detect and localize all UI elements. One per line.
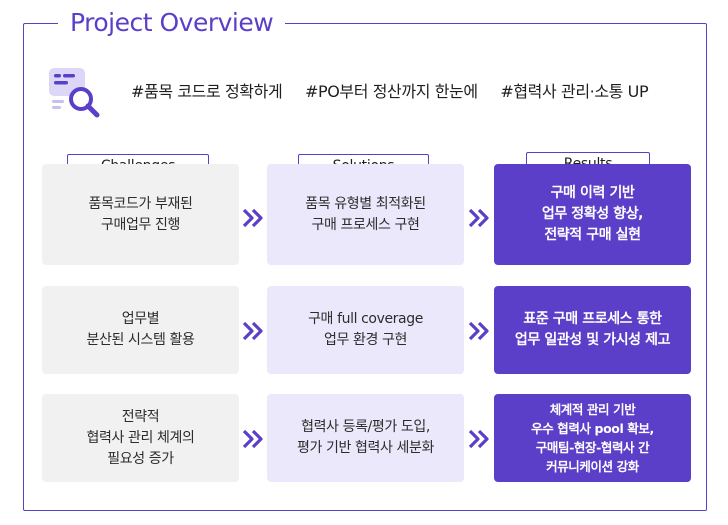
solution-text: 품목 유형별 최적화된 구매 프로세스 구현 <box>305 195 426 233</box>
challenge-text: 품목코드가 부재된 구매업무 진행 <box>88 195 193 233</box>
result-box-2: 표준 구매 프로세스 통한 업무 일관성 및 가시성 제고 <box>494 286 691 374</box>
hashtag: #PO부터 정산까지 한눈에 <box>304 82 478 101</box>
result-text: 구매 이력 기반 업무 정확성 향상, 전략적 구매 실현 <box>541 185 644 243</box>
hashtag-line: #품목 코드로 정확하게 #PO부터 정산까지 한눈에 #협력사 관리·소통 U… <box>131 78 666 102</box>
hashtag: #품목 코드로 정확하게 <box>131 82 283 101</box>
double-chevron-right-icon <box>242 429 263 449</box>
page-title: Project Overview <box>58 6 286 40</box>
overview-frame <box>23 23 707 511</box>
result-box-3: 체계적 관리 기반 우수 협력사 pool 확보, 구매팀-현장-협력사 간 커… <box>494 394 691 482</box>
challenge-box-1: 품목코드가 부재된 구매업무 진행 <box>42 164 239 265</box>
solution-box-2: 구매 full coverage 업무 환경 구현 <box>267 286 464 374</box>
solution-text: 협력사 등록/평가 도입, 평가 기반 협력사 세분화 <box>297 419 434 456</box>
double-chevron-right-icon <box>468 208 489 228</box>
double-chevron-right-icon <box>242 321 263 341</box>
challenge-box-2: 업무별 분산된 시스템 활용 <box>42 286 239 374</box>
challenge-text: 전략적 협력사 관리 체계의 필요성 증가 <box>86 408 195 467</box>
challenge-text: 업무별 분산된 시스템 활용 <box>86 311 195 348</box>
hashtag: #협력사 관리·소통 UP <box>500 82 649 101</box>
double-chevron-right-icon <box>468 321 489 341</box>
double-chevron-right-icon <box>242 208 263 228</box>
result-text: 표준 구매 프로세스 통한 업무 일관성 및 가시성 제고 <box>514 311 671 348</box>
double-chevron-right-icon <box>468 429 489 449</box>
solution-box-3: 협력사 등록/평가 도입, 평가 기반 협력사 세분화 <box>267 394 464 482</box>
challenge-box-3: 전략적 협력사 관리 체계의 필요성 증가 <box>42 394 239 482</box>
search-document-icon <box>49 68 100 118</box>
result-box-1: 구매 이력 기반 업무 정확성 향상, 전략적 구매 실현 <box>494 164 691 265</box>
solution-text: 구매 full coverage 업무 환경 구현 <box>308 311 423 348</box>
result-text: 체계적 관리 기반 우수 협력사 pool 확보, 구매팀-현장-협력사 간 커… <box>531 402 654 474</box>
solution-box-1: 품목 유형별 최적화된 구매 프로세스 구현 <box>267 164 464 265</box>
